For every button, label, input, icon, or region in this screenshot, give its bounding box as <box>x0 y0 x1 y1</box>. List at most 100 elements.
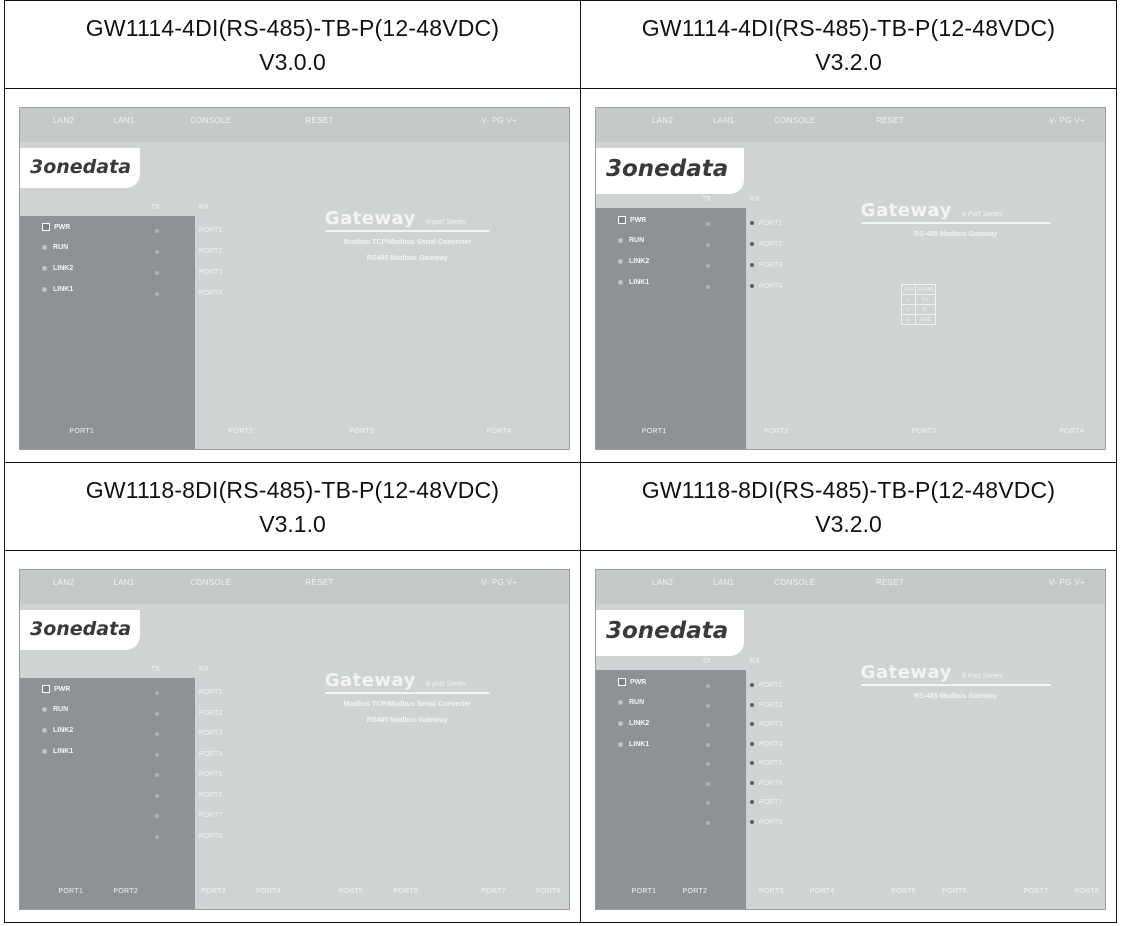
tx-led-icon <box>155 752 159 757</box>
port-led-text: PORT2 <box>199 248 223 255</box>
tx-led-icon <box>706 723 710 727</box>
led-indicator: LINK1 <box>42 286 73 293</box>
led-label: RUN <box>53 706 69 713</box>
tx-led-icon <box>706 243 710 247</box>
led-indicator: RUN <box>618 699 644 706</box>
brand-logo-text: 3onedata <box>30 156 132 178</box>
top-label: LAN2 <box>651 578 674 587</box>
led-indicator: LINK1 <box>618 741 649 748</box>
led-indicator: LINK2 <box>42 265 73 272</box>
led-label: LINK2 <box>629 258 650 265</box>
port-led-text: PORT3 <box>759 721 783 728</box>
gateway-title: Gateway <box>324 670 416 691</box>
tx-led-icon <box>706 762 710 766</box>
port-led-text: PORT3 <box>759 262 783 269</box>
status-panel <box>20 216 195 449</box>
port-led-text: PORT3 <box>199 269 223 276</box>
port-led-text: PORT4 <box>199 290 223 297</box>
brand-logo-text: 3onedata <box>30 618 132 640</box>
port-led-label: PORT3 <box>199 730 222 737</box>
port-led-label: PORT4 <box>750 283 782 290</box>
rx-led-icon <box>750 221 754 226</box>
tx-led-icon <box>706 781 710 786</box>
top-label: CONSOLE <box>774 116 816 125</box>
led-indicator: PWR <box>42 223 70 231</box>
brand-logo: 3onedata <box>20 148 140 188</box>
rx-led-icon <box>750 819 754 824</box>
bottom-port-label: PORT6 <box>942 888 967 895</box>
led-dot-icon <box>42 244 47 250</box>
bottom-port-label: PORT3 <box>911 428 937 435</box>
tx-led-icon <box>155 834 159 839</box>
model-name: GW1118-8DI(RS-485)-TB-P(12-48VDC) <box>85 476 500 503</box>
port-led-label: PORT1 <box>199 227 222 234</box>
port-led-text: PORT6 <box>199 791 223 799</box>
brand-logo: 3onedata <box>20 610 140 650</box>
led-indicator: LINK1 <box>618 279 649 286</box>
title-cell-3: GW1118-8DI(RS-485)-TB-P(12-48VDC) V3.1.0 <box>4 462 581 551</box>
led-label: RUN <box>53 244 69 251</box>
port-led-text: PORT1 <box>199 227 223 234</box>
tx-label: TX <box>702 658 711 665</box>
port-led-text: PORT4 <box>199 750 223 758</box>
led-indicator: PWR <box>618 216 646 224</box>
bottom-port-label: PORT8 <box>1074 888 1100 895</box>
pwr-led-icon <box>42 223 50 231</box>
rx-label: RX <box>750 196 760 203</box>
model-name: GW1118-8DI(RS-485)-TB-P(12-48VDC) <box>641 476 1056 503</box>
pin-cell: RS485 <box>914 284 937 295</box>
led-label: PWR <box>54 223 71 231</box>
port-led-text: PORT2 <box>759 701 783 709</box>
led-dot-icon <box>42 706 47 712</box>
pwr-led-icon <box>42 685 50 693</box>
bottom-port-label: PORT7 <box>1023 888 1049 895</box>
port-led-label: PORT2 <box>199 248 222 255</box>
top-label: V- PG V+ <box>481 578 518 587</box>
port-led-label: PORT8 <box>199 833 222 840</box>
led-indicator: PWR <box>42 685 70 693</box>
gateway-description: RS-485 Modbus Gateway <box>914 231 998 238</box>
port-led-text: PORT8 <box>199 832 223 840</box>
port-led-label: PORT1 <box>750 220 782 227</box>
port-led-label: PORT3 <box>750 262 782 269</box>
top-strip <box>20 570 569 604</box>
rx-label: RX <box>750 658 760 665</box>
bottom-port-label: PORT1 <box>641 428 667 435</box>
model-name: GW1114-4DI(RS-485)-TB-P(12-48VDC) <box>641 14 1056 41</box>
top-label: V- PG V+ <box>1049 578 1085 587</box>
top-label: LAN2 <box>52 578 75 587</box>
rx-label: RX <box>199 666 209 673</box>
led-dot-icon <box>42 286 47 292</box>
port-led-text: PORT3 <box>199 730 223 737</box>
brand-logo-text: 3onedata <box>606 618 729 644</box>
brand-logo: 3onedata <box>596 610 744 656</box>
led-indicator: LINK2 <box>618 258 649 265</box>
bottom-port-label: PORT7 <box>481 888 506 895</box>
pin-cell: D- <box>914 304 937 315</box>
bottom-port-label: PORT3 <box>758 888 784 895</box>
title-cell-4: GW1118-8DI(RS-485)-TB-P(12-48VDC) V3.2.0 <box>580 462 1117 551</box>
bottom-port-label: PORT4 <box>486 428 512 435</box>
comparison-table: GW1114-4DI(RS-485)-TB-P(12-48VDC) V3.0.0… <box>4 0 1117 923</box>
top-label: RESET <box>305 116 334 125</box>
led-dot-icon <box>618 720 623 726</box>
gateway-description: RS-485 Modbus Gateway <box>914 693 998 700</box>
tx-led-icon <box>155 271 159 275</box>
led-indicator: PWR <box>618 678 646 686</box>
tx-led-icon <box>155 250 159 254</box>
bottom-port-label: PORT3 <box>349 428 375 435</box>
tx-led-icon <box>155 814 159 818</box>
led-dot-icon <box>618 741 623 747</box>
top-label: V- PG V+ <box>481 116 518 125</box>
tx-led-icon <box>706 742 710 747</box>
status-panel <box>596 208 746 449</box>
bottom-port-label: PORT1 <box>631 888 657 895</box>
